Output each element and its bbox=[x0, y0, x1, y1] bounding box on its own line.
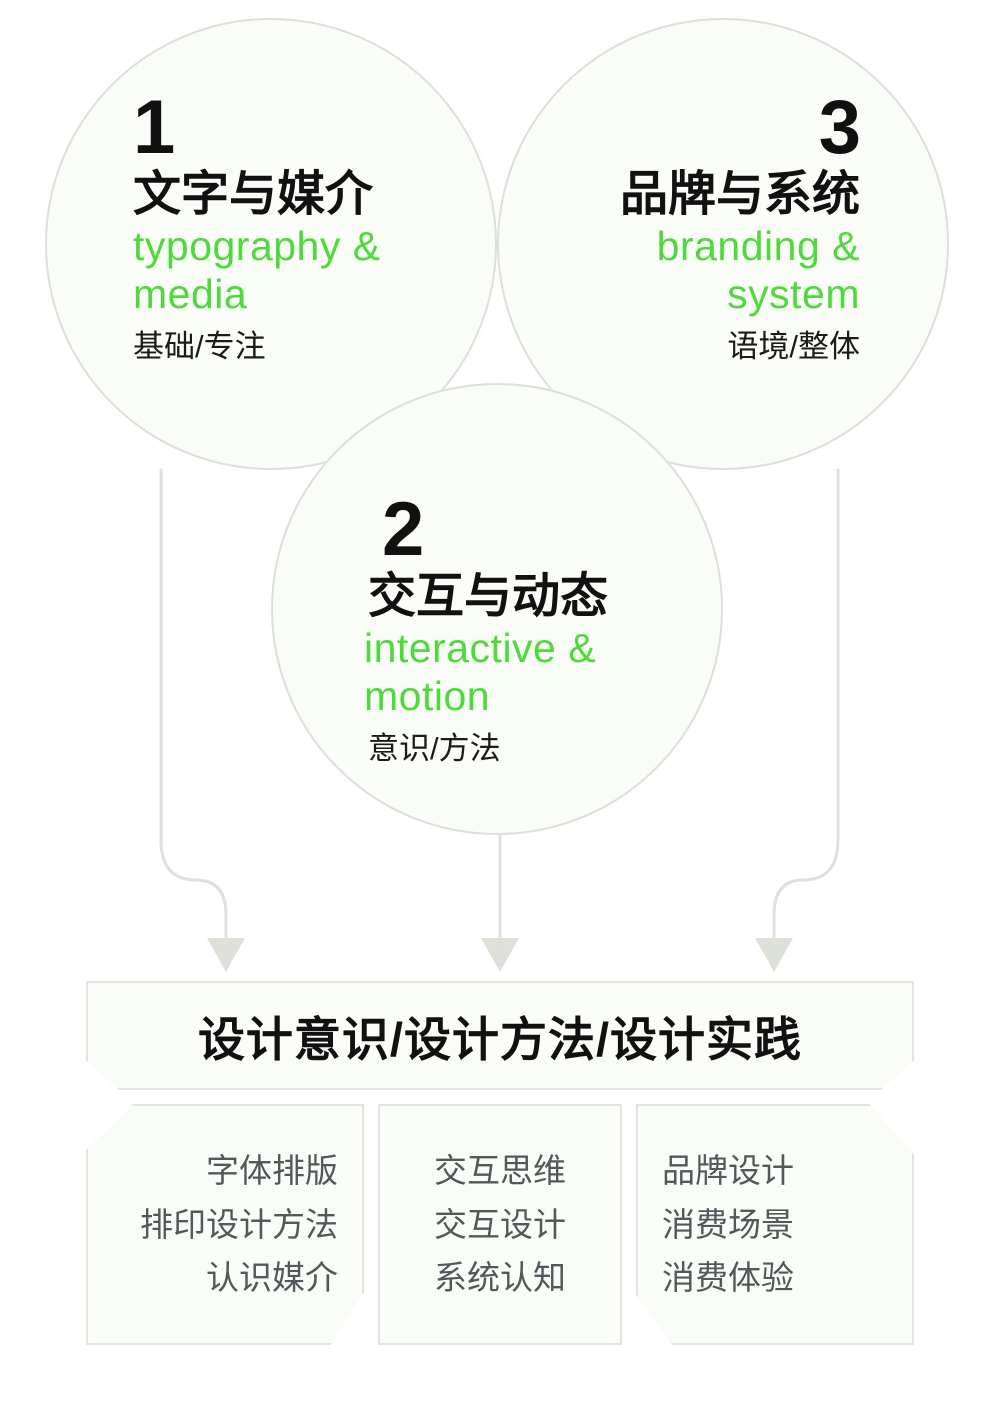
node-title-cn: 品牌与系统 bbox=[619, 168, 860, 222]
summary-banner-shape bbox=[86, 981, 914, 1090]
outcome-line: 消费场景 bbox=[662, 1205, 794, 1243]
outcome-line: 品牌设计 bbox=[662, 1152, 794, 1190]
right-arrowhead bbox=[755, 938, 793, 972]
left-arrowhead bbox=[207, 938, 245, 972]
node-number: 3 bbox=[818, 85, 861, 170]
node-interactive: 2 交互与动态 interactive & motion 意识/方法 bbox=[360, 487, 760, 767]
node-title-en-line2: motion bbox=[364, 672, 491, 719]
node-title-cn: 交互与动态 bbox=[368, 570, 609, 624]
outcome-box-branding-shape bbox=[636, 1104, 914, 1345]
outcome-line: 认识媒介 bbox=[206, 1259, 338, 1297]
node-subtitle: 基础/专注 bbox=[133, 328, 266, 364]
outcome-box-interactive: 交互思维 交互设计 系统认知 bbox=[378, 1104, 622, 1345]
summary-banner: 设计意识/设计方法/设计实践 bbox=[86, 981, 914, 1090]
node-branding: 3 品牌与系统 branding & system 语境/整体 bbox=[500, 85, 861, 365]
outcome-box-branding: 品牌设计 消费场景 消费体验 bbox=[636, 1104, 914, 1345]
node-title-en-line2: media bbox=[133, 270, 248, 317]
outcome-box-typography-shape bbox=[86, 1104, 364, 1345]
outcome-line: 交互设计 bbox=[434, 1205, 566, 1243]
node-title-en-line1: interactive & bbox=[364, 624, 597, 671]
outcome-line: 字体排版 bbox=[206, 1152, 338, 1190]
outcome-line: 消费体验 bbox=[662, 1259, 794, 1297]
node-title-en-line1: branding & bbox=[656, 222, 860, 269]
outcome-line: 排印设计方法 bbox=[140, 1205, 338, 1243]
left-connector-path bbox=[159, 468, 228, 942]
node-subtitle: 意识/方法 bbox=[368, 730, 501, 766]
outcome-line: 系统认知 bbox=[434, 1259, 566, 1297]
node-title-en-line1: typography & bbox=[133, 222, 381, 269]
node-number: 2 bbox=[382, 487, 424, 572]
outcome-box-interactive-shape bbox=[378, 1104, 622, 1345]
outcome-box-typography: 字体排版 排印设计方法 认识媒介 bbox=[86, 1104, 364, 1345]
outcome-line: 交互思维 bbox=[434, 1152, 566, 1190]
node-title-cn: 文字与媒介 bbox=[133, 168, 374, 222]
node-subtitle: 语境/整体 bbox=[727, 328, 860, 364]
node-typography: 1 文字与媒介 typography & media 基础/专注 bbox=[133, 85, 533, 365]
node-title-en-line2: system bbox=[727, 270, 860, 317]
center-arrowhead bbox=[481, 938, 519, 972]
summary-banner-text: 设计意识/设计方法/设计实践 bbox=[197, 1013, 803, 1066]
node-number: 1 bbox=[133, 85, 175, 170]
right-connector-path bbox=[772, 468, 840, 942]
